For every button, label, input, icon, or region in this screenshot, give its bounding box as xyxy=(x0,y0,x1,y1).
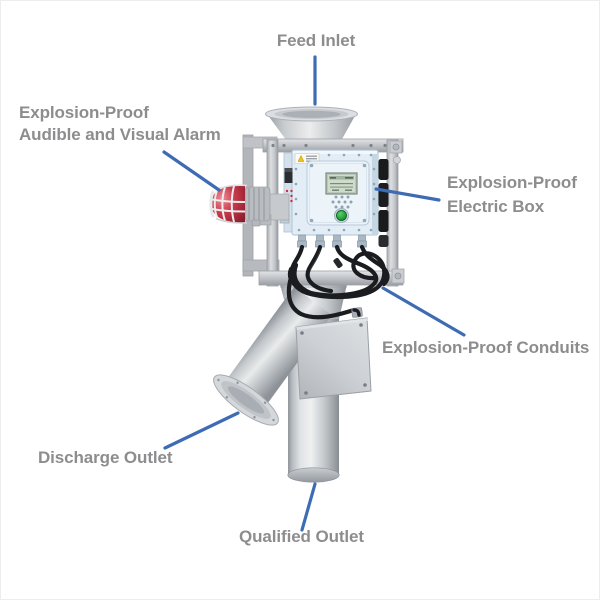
label-text-line2: Audible and Visual Alarm xyxy=(19,125,221,144)
outlet-pipe xyxy=(287,467,340,483)
power-button xyxy=(334,208,349,223)
leader-qualified xyxy=(300,482,317,532)
label-text: Discharge Outlet xyxy=(38,448,173,467)
leader-electric-box xyxy=(374,187,441,202)
label-electric-box: Explosion-Proof Electric Box xyxy=(447,171,577,219)
junction-box xyxy=(295,307,372,400)
leader-alarm xyxy=(162,150,221,192)
label-text-line1: Explosion-Proof xyxy=(447,173,577,192)
beacon-dome xyxy=(211,185,245,223)
lcd-display xyxy=(325,172,358,195)
label-text-line2: Electric Box xyxy=(447,197,545,216)
alarm-beacon xyxy=(209,184,290,227)
label-feed-inlet: Feed Inlet xyxy=(236,30,396,52)
leader-discharge xyxy=(163,411,240,450)
leader-lines xyxy=(162,55,466,532)
door-screws xyxy=(309,163,367,223)
label-alarm: Explosion-Proof Audible and Visual Alarm xyxy=(19,102,221,146)
cable-conduits xyxy=(286,244,390,320)
beacon-guard-cage xyxy=(211,185,246,223)
discharge-flange xyxy=(213,374,279,426)
beacon-drain xyxy=(251,219,261,227)
door-switch xyxy=(284,168,293,183)
cable-glands xyxy=(297,234,367,248)
label-text: Feed Inlet xyxy=(276,31,356,50)
explosion-proof-electric-box xyxy=(279,149,379,248)
label-text: Explosion-Proof Conduits xyxy=(382,338,590,357)
label-text: Qualified Outlet xyxy=(239,527,364,546)
frame-knob xyxy=(393,156,401,164)
label-text-line1: Explosion-Proof xyxy=(19,103,149,122)
label-conduits: Explosion-Proof Conduits xyxy=(382,337,589,359)
label-qualified-outlet: Qualified Outlet xyxy=(239,526,364,548)
label-discharge-outlet: Discharge Outlet xyxy=(38,447,173,469)
keypad-buttons xyxy=(331,195,353,209)
leader-conduits xyxy=(381,286,466,337)
